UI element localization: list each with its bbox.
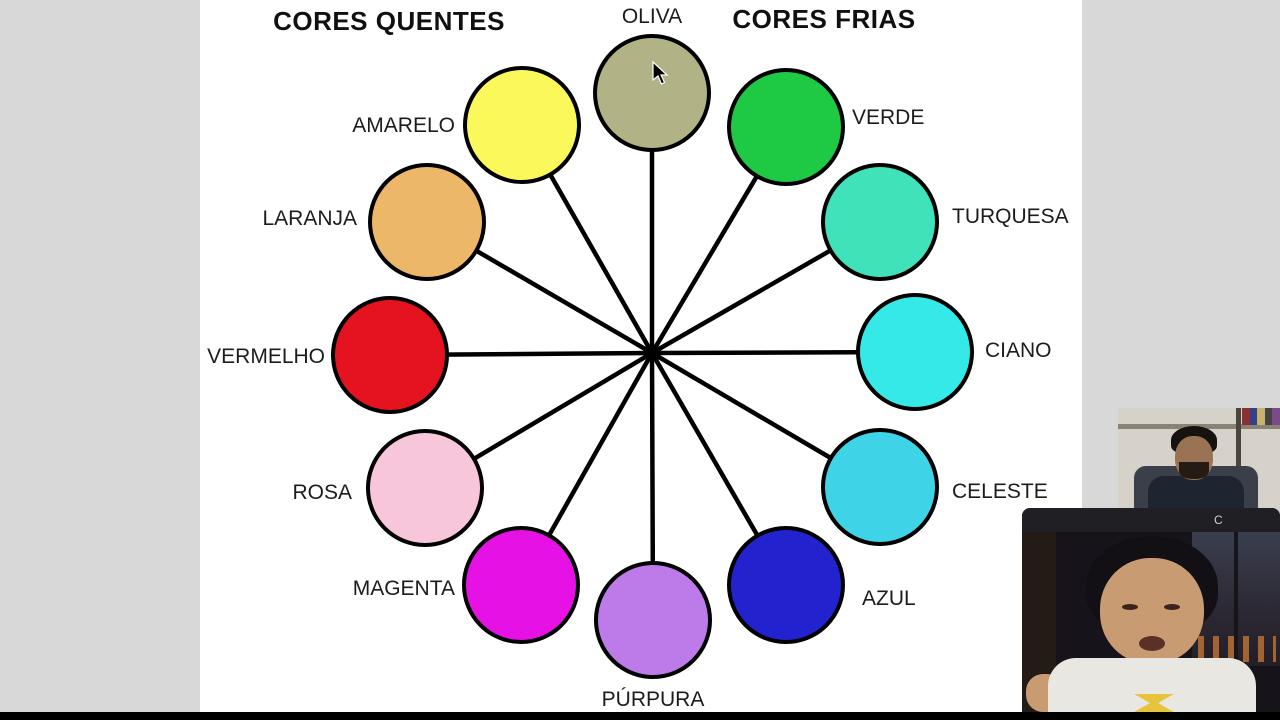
- color-node-label: LARANJA: [262, 207, 357, 230]
- color-node-label: AZUL: [862, 587, 916, 610]
- city-lights: [1198, 636, 1276, 662]
- person-bottom-eye: [1122, 604, 1138, 610]
- color-node: [366, 429, 484, 547]
- color-node: [593, 34, 711, 152]
- webcam-bottom[interactable]: C: [1022, 508, 1280, 712]
- window-frame: [1234, 532, 1238, 666]
- warm-colors-heading: CORES QUENTES: [273, 6, 505, 36]
- letterbox-bottom-bar: [0, 712, 1280, 720]
- color-node-label: OLIVA: [622, 5, 682, 28]
- color-node-label: VERMELHO: [207, 345, 325, 368]
- color-node-label: CIANO: [985, 339, 1052, 362]
- color-node-label: TURQUESA: [952, 205, 1069, 228]
- color-node-label: MAGENTA: [353, 577, 455, 600]
- person-bottom-eye: [1164, 604, 1180, 610]
- shirt-graphic: [1134, 694, 1174, 712]
- color-node: [856, 293, 974, 411]
- color-node: [463, 66, 581, 184]
- book-spines: [1242, 408, 1280, 425]
- webcam-bottom-titlebar[interactable]: C: [1022, 508, 1280, 532]
- color-node: [821, 428, 939, 546]
- color-node: [727, 68, 845, 186]
- color-node-label: ROSA: [292, 481, 352, 504]
- color-node: [331, 296, 449, 414]
- mouse-cursor-icon: [652, 61, 669, 85]
- bookshelf-divider: [1236, 408, 1241, 472]
- color-node: [462, 526, 580, 644]
- color-node: [821, 163, 939, 281]
- webcam-top[interactable]: [1118, 408, 1280, 521]
- color-node: [727, 526, 845, 644]
- color-node: [368, 163, 486, 281]
- color-node-label: VERDE: [852, 106, 924, 129]
- color-node-label: PÚRPURA: [602, 688, 705, 711]
- color-node-label: CELESTE: [952, 480, 1048, 503]
- cool-colors-heading: CORES FRIAS: [732, 4, 916, 34]
- person-top-beard: [1179, 462, 1209, 479]
- color-node-label: AMARELO: [352, 114, 455, 137]
- color-node: [594, 561, 712, 679]
- person-bottom-mouth: [1139, 636, 1165, 651]
